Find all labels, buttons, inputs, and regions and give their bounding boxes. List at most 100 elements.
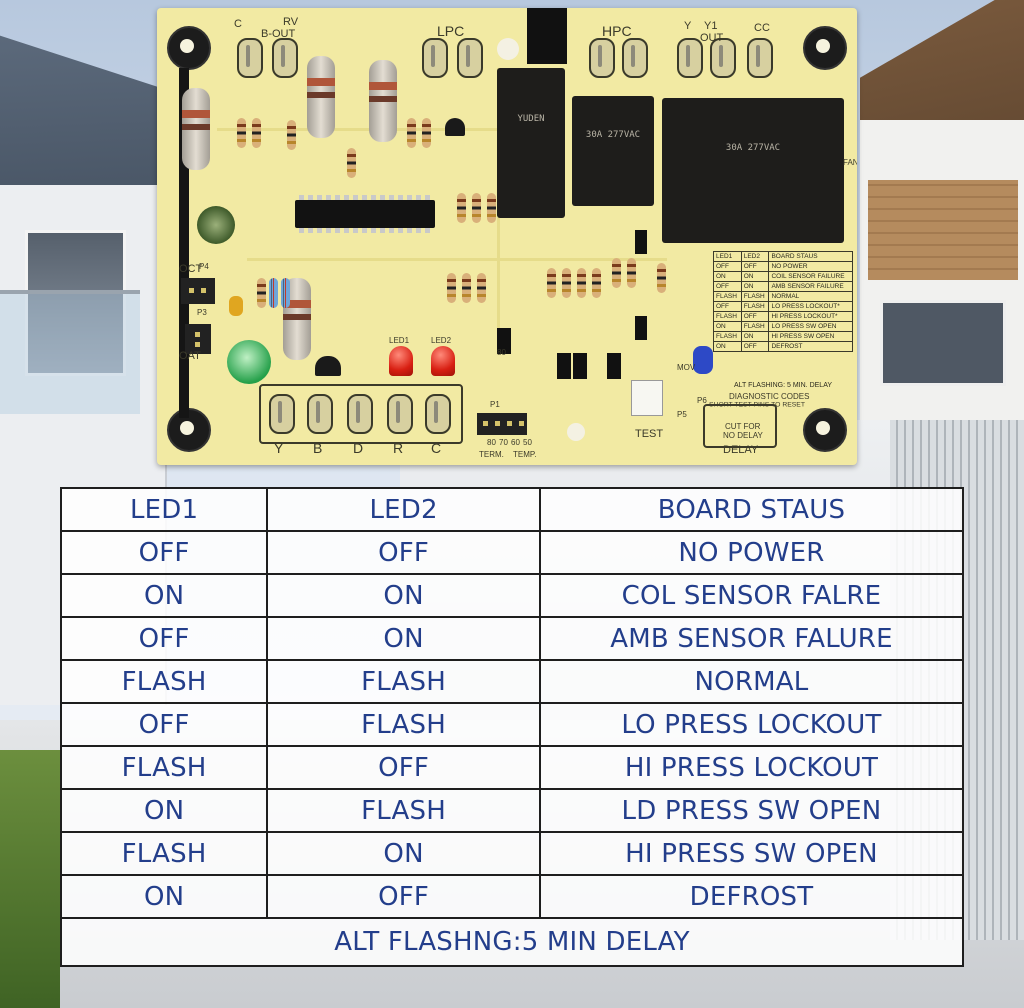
table-cell: COL SENSOR FALRE	[538, 573, 965, 618]
left-house-balcony	[0, 290, 140, 414]
silk-label-led2: LED2	[431, 336, 452, 345]
grass	[0, 750, 60, 1008]
test-connector	[631, 380, 663, 416]
resistor	[237, 118, 246, 148]
table-header-cell: BOARD STAUS	[538, 487, 965, 532]
mini-table-cell: ON	[740, 331, 770, 342]
mini-table-cell: ON	[713, 271, 742, 282]
terminal-top	[237, 38, 263, 78]
header-p4	[181, 278, 215, 304]
mount-hole-top-right	[803, 26, 847, 70]
mini-table-cell: LO PRESS LOCKOUT*	[768, 301, 853, 312]
terminal-y	[269, 394, 295, 434]
mini-table-cell: OFF	[713, 281, 742, 292]
table-cell: AMB SENSOR FALURE	[538, 616, 965, 661]
mini-table-cell: DEFROST	[768, 341, 853, 352]
silk-label-p6: P6	[697, 396, 707, 405]
mini-table-cell: FLASH	[740, 291, 770, 302]
diode	[635, 230, 647, 254]
table-cell: FLASH	[59, 831, 269, 876]
mini-table-cell: FLASH	[740, 321, 770, 332]
relay-2: 30A 277VAC	[572, 96, 654, 206]
silk-label-d-bottom: D	[353, 440, 364, 456]
bottom-terminal-bracket	[259, 384, 463, 444]
mini-table-cell: ON	[713, 341, 742, 352]
mini-table-cell: COIL SENSOR FAILURE	[768, 271, 853, 282]
transistor	[445, 118, 465, 136]
silk-label-b-bottom: B	[313, 440, 323, 456]
header-p3	[185, 324, 211, 354]
table-cell: LD PRESS SW OPEN	[538, 788, 965, 833]
silk-label-p5: P5	[677, 410, 687, 419]
transistor	[315, 356, 341, 376]
mini-table-cell: NO POWER	[768, 261, 853, 272]
standoff	[567, 423, 585, 441]
table-footer-row: ALT FLASHNG:5 MIN DELAY	[60, 917, 964, 967]
resistor	[592, 268, 601, 298]
mini-table-cell: AMB SENSOR FAILURE	[768, 281, 853, 292]
diode	[573, 353, 587, 379]
relay-1: YUDEN	[497, 68, 565, 218]
resistor	[347, 148, 356, 178]
terminal-d	[347, 394, 373, 434]
silk-label-oat: OAT	[179, 350, 201, 362]
silk-label-c: C	[234, 18, 242, 30]
connector-block	[527, 8, 567, 64]
silk-label-y: Y	[684, 20, 692, 32]
silk-label-out: OUT	[700, 32, 724, 44]
mini-table-cell: HI PRESS LOCKOUT*	[768, 311, 853, 322]
silk-label-lpc: LPC	[437, 23, 465, 39]
mini-table-cell: LED1	[713, 251, 742, 262]
terminal-top	[422, 38, 448, 78]
board-trace	[247, 258, 667, 261]
resistor	[281, 278, 290, 308]
resistor	[269, 278, 278, 308]
resistor	[577, 268, 586, 298]
standoff	[497, 38, 519, 60]
mini-table-cell: ON	[740, 281, 770, 292]
terminal-c	[425, 394, 451, 434]
table-cell: HI PRESS SW OPEN	[538, 831, 965, 876]
silk-label-cut-for: CUT FOR	[725, 422, 761, 431]
relay-3-contactor: 30A 277VAC	[662, 98, 844, 243]
mini-table-cell: LED2	[740, 251, 770, 262]
silk-label-term-80: 80	[497, 348, 506, 357]
mount-hole-bottom-left	[167, 408, 211, 452]
silk-label-diagnostic-codes: DIAGNOSTIC CODES	[729, 392, 810, 401]
mini-table-cell: HI PRESS SW OPEN	[768, 331, 853, 342]
table-cell: FLASH	[59, 745, 269, 790]
table-cell: FLASH	[266, 788, 541, 833]
mount-hole-top-left	[167, 26, 211, 70]
table-cell: FLASH	[59, 659, 269, 704]
relay-2-text: 30A 277VAC	[585, 130, 641, 140]
terminal-r	[387, 394, 413, 434]
relay-3-text: 30A 277VAC	[725, 142, 781, 153]
silk-label-b-out: B-OUT	[261, 28, 296, 40]
silk-label-y-bottom: Y	[274, 440, 284, 456]
header-p1	[477, 413, 527, 435]
mount-hole-bottom-right	[803, 408, 847, 452]
resistor	[457, 193, 466, 223]
table-cell: DEFROST	[538, 874, 965, 919]
silk-label-cc: CC	[754, 22, 770, 34]
mini-table-cell: NORMAL	[768, 291, 853, 302]
silk-label-term: TERM.	[479, 450, 504, 459]
mini-table-cell: FLASH	[713, 331, 742, 342]
table-cell: ON	[59, 788, 269, 833]
ceramic-capacitor	[229, 296, 243, 316]
board-edge-strip	[179, 68, 189, 418]
table-cell: FLASH	[266, 659, 541, 704]
silk-label-temp-50: 50	[523, 438, 532, 447]
power-resistor	[182, 88, 210, 170]
resistor	[447, 273, 456, 303]
mov-varistor	[693, 346, 713, 374]
